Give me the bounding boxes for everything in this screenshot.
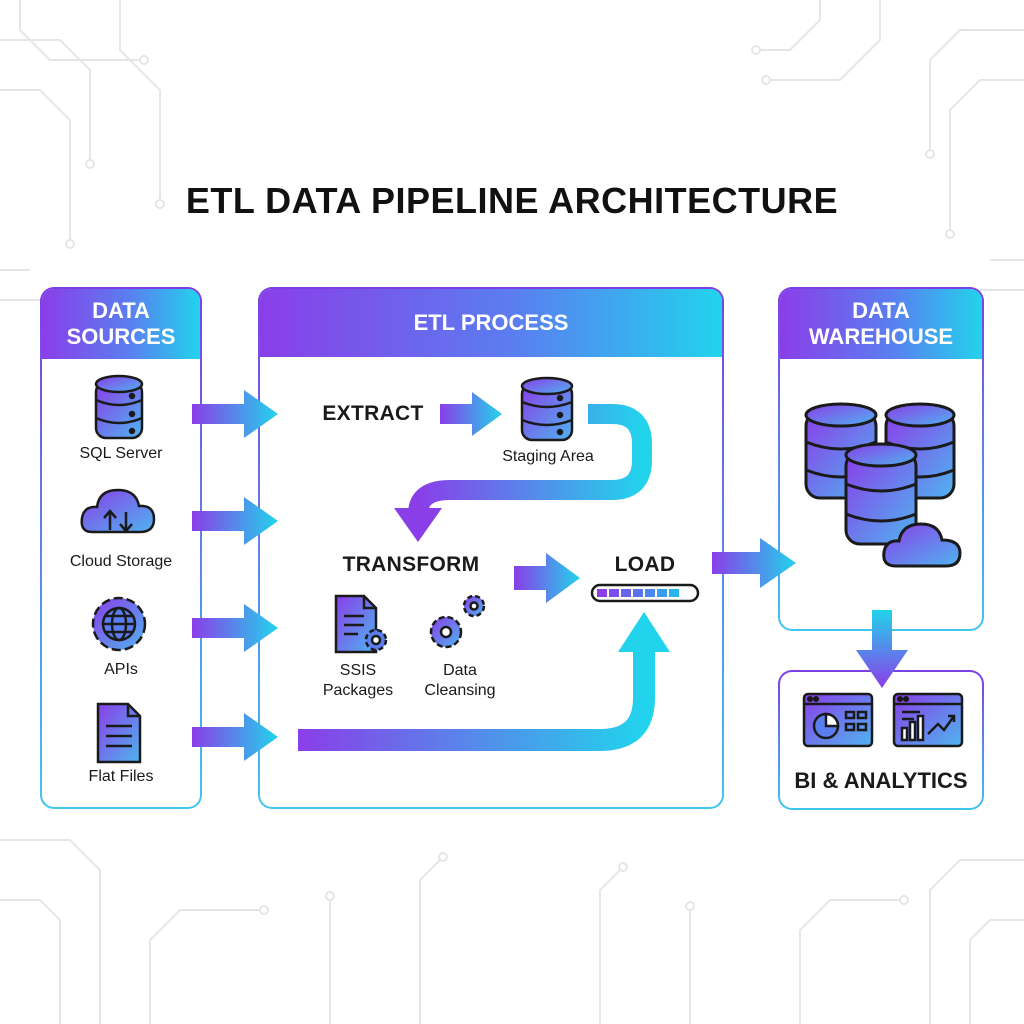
data-warehouse-heading-line2: WAREHOUSE bbox=[808, 324, 954, 349]
data-warehouse-header: DATA WAREHOUSE bbox=[780, 289, 982, 359]
data-warehouse-heading-line1: DATA bbox=[852, 297, 910, 323]
ssis-packages-line1: SSIS bbox=[339, 662, 377, 679]
step-load: LOAD bbox=[614, 553, 676, 576]
source-label-cloud-storage: Cloud Storage bbox=[69, 553, 173, 570]
staging-area-label: Staging Area bbox=[502, 448, 594, 465]
data-cleansing-line1: Data bbox=[443, 662, 477, 679]
data-sources-header: DATA SOURCES bbox=[42, 289, 200, 359]
source-label-sql-server: SQL Server bbox=[79, 445, 163, 462]
diagram-title: ETL DATA PIPELINE ARCHITECTURE bbox=[185, 180, 839, 221]
step-transform: TRANSFORM bbox=[342, 553, 480, 576]
etl-process-header: ETL PROCESS bbox=[260, 289, 722, 357]
ssis-packages-line2: Packages bbox=[322, 682, 394, 699]
data-warehouse-panel: DATA WAREHOUSE bbox=[778, 287, 984, 631]
ssis-packages-label: SSIS Packages bbox=[310, 661, 406, 701]
data-cleansing-line2: Cleansing bbox=[424, 682, 496, 699]
data-sources-panel: DATA SOURCES bbox=[40, 287, 202, 809]
data-sources-heading-line1: DATA bbox=[92, 297, 150, 323]
source-label-flat-files: Flat Files bbox=[88, 768, 154, 785]
data-sources-heading-line2: SOURCES bbox=[66, 324, 176, 349]
bi-analytics-label: BI & ANALYTICS bbox=[794, 768, 968, 793]
data-cleansing-label: Data Cleansing bbox=[408, 661, 512, 701]
etl-process-panel: ETL PROCESS bbox=[258, 287, 724, 809]
source-label-apis: APIs bbox=[104, 661, 138, 678]
step-extract: EXTRACT bbox=[322, 402, 424, 425]
etl-process-heading: ETL PROCESS bbox=[413, 309, 569, 335]
